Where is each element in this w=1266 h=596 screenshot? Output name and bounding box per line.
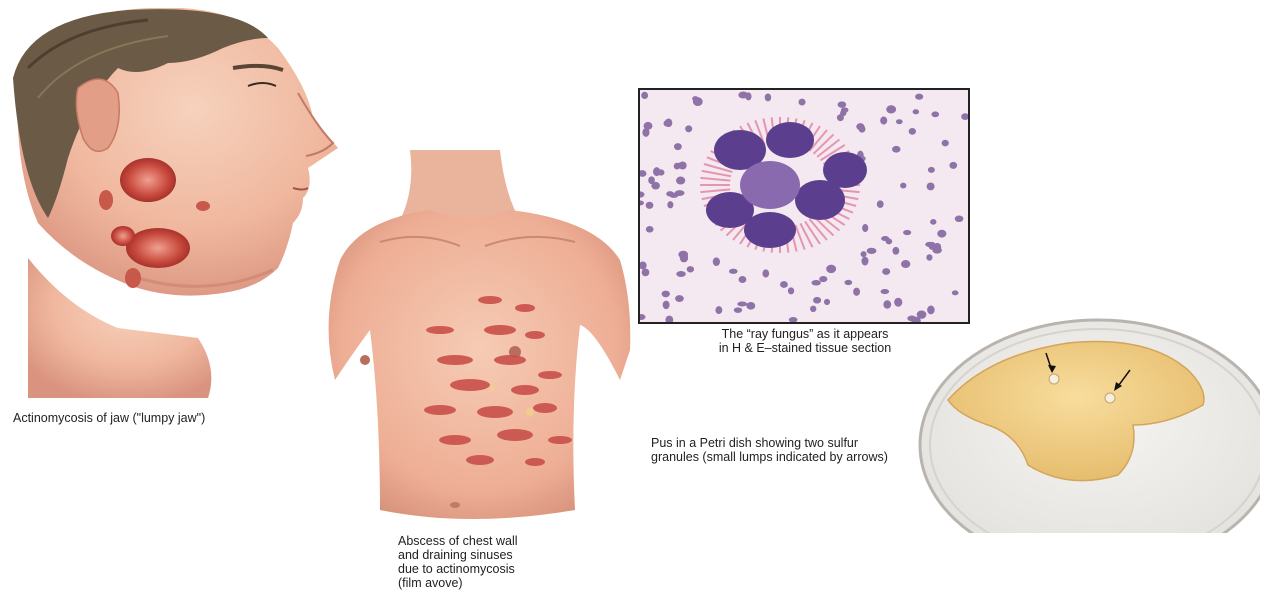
chest-caption-line: (film avove) [398,576,463,590]
chest-illustration [320,150,632,528]
jaw-caption: Actinomycosis of jaw ("lumpy jaw") [13,411,206,425]
micrograph-caption-line: in H & E–stained tissue section [718,341,892,355]
jaw-illustration [8,8,338,398]
micrograph-caption: The “ray fungus” as it appears in H & E–… [680,327,930,355]
petri-dish-illustration [918,315,1260,533]
micrograph-image [638,88,970,324]
chest-caption-line: and draining sinuses [398,548,513,562]
petri-caption-line: Pus in a Petri dish showing two sulfur [651,436,859,450]
petri-caption-line: granules (small lumps indicated by arrow… [651,450,888,464]
chest-caption: Abscess of chest wall and draining sinus… [398,534,518,590]
chest-caption-line: due to actinomycosis [398,562,515,576]
petri-caption: Pus in a Petri dish showing two sulfur g… [651,436,888,464]
micrograph-caption-line: The “ray fungus” as it appears [721,327,889,341]
chest-caption-line: Abscess of chest wall [398,534,518,548]
